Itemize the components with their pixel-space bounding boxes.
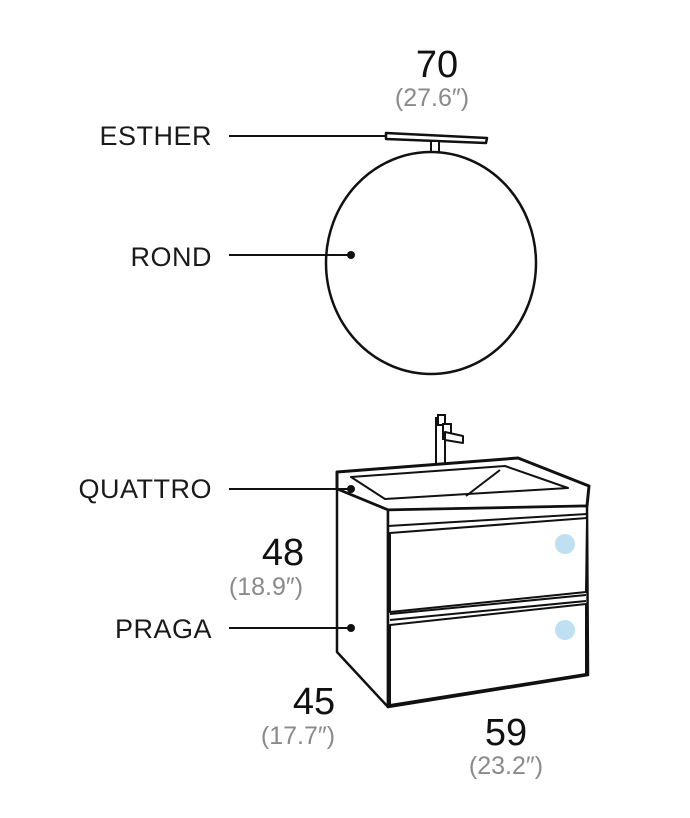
drawer-bottom (389, 603, 587, 706)
leader-dot-rond (347, 251, 355, 259)
label-esther: ESTHER (99, 121, 212, 151)
leader-dot-quattro (347, 485, 355, 493)
cabinet-depth-cm: 45 (293, 681, 335, 723)
cabinet-width-cm: 59 (485, 712, 527, 754)
rond-mirror (324, 150, 538, 376)
esther-light-fixture (384, 131, 489, 153)
praga-cabinet (335, 487, 590, 709)
faucet (435, 414, 464, 469)
leader-dot-praga (347, 624, 355, 632)
cabinet-width-inches: (23.2″) (469, 752, 543, 780)
label-rond: ROND (131, 242, 213, 272)
mirror-width-cm: 70 (416, 44, 458, 86)
cabinet-height-inches: (18.9″) (229, 573, 303, 601)
cabinet-depth-inches: (17.7″) (261, 722, 335, 750)
drawer-top-indicator (555, 534, 575, 554)
mirror-width-inches: (27.6″) (395, 84, 469, 112)
label-quattro: QUATTRO (79, 474, 213, 504)
label-praga: PRAGA (115, 614, 212, 644)
cabinet-height-cm: 48 (262, 532, 304, 574)
drawer-top (389, 517, 588, 613)
drawer-bottom-indicator (555, 620, 575, 640)
